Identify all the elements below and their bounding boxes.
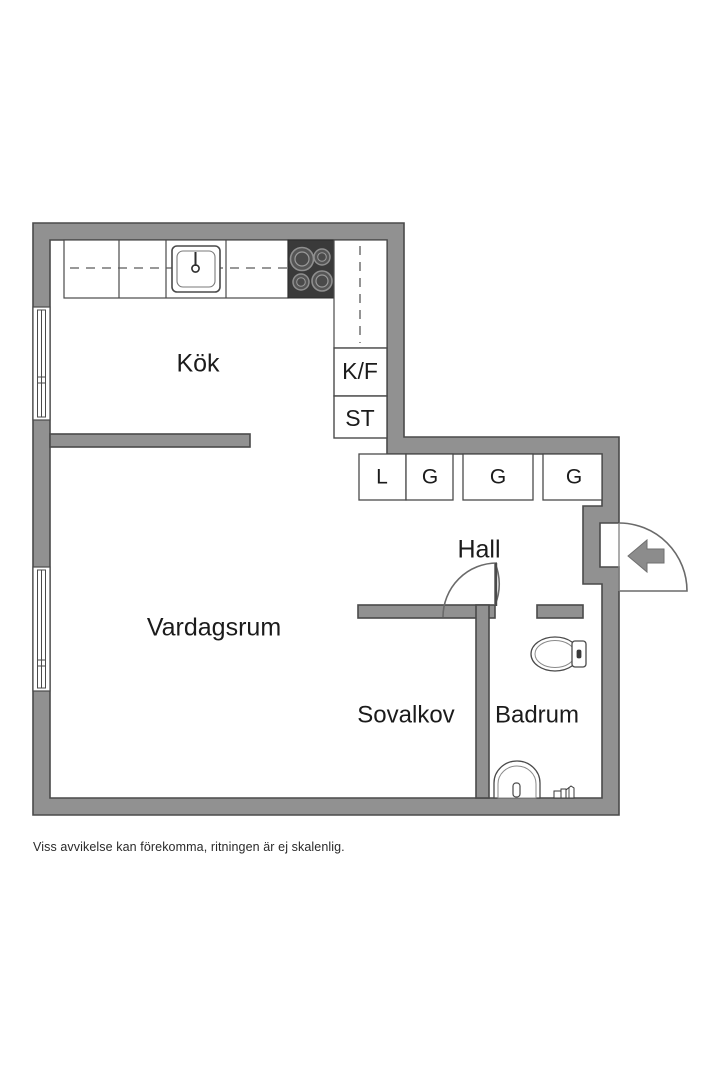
washbasin-icon [493,760,541,799]
interior-wall-hall-south [357,604,496,619]
closet-label-g2: G [490,466,506,489]
room-label-sovalkov: Sovalkov [357,701,454,728]
unit-label-st: ST [345,405,374,431]
entrance-arrow-icon [627,538,665,574]
kitchen-tall-units [333,239,388,439]
interior-wall-hall-south-right [536,604,584,619]
window-lower-left [32,566,51,692]
shower-mixer-icon [553,785,575,799]
closet-g2-box [462,453,534,501]
unit-label-kf: K/F [342,358,378,384]
entry-door-swing-arc [618,522,688,592]
window-upper-left [32,306,51,421]
scale-disclaimer: Viss avvikelse kan förekomma, ritningen … [33,840,345,854]
closet-l-box [358,453,407,501]
basin-drain [512,782,521,798]
stove-icon [287,239,335,299]
toilet-icon [530,636,587,672]
room-label-kok: Kök [176,350,220,378]
closet-g1-box [405,453,454,501]
closet-g3-box [542,453,603,501]
interior-door-icon [442,562,501,618]
interior-door-swing-arc [442,562,498,618]
closet-row [358,453,603,501]
closet-label-g3: G [566,466,582,489]
closet-label-l: L [376,466,388,489]
entry-door-icon [618,522,688,592]
room-label-hall: Hall [457,536,500,564]
closet-label-g1: G [422,466,438,489]
fridge-freezer-unit [333,347,388,397]
interior-wall-bathroom-partition [475,604,490,799]
interior-wall-kitchen-divider [49,433,251,448]
wall-structure [32,222,620,816]
kitchen-sink-icon [171,245,221,293]
storage-unit [333,395,388,439]
room-label-vardagsrum: Vardagsrum [147,614,281,642]
room-label-badrum: Badrum [495,701,579,728]
